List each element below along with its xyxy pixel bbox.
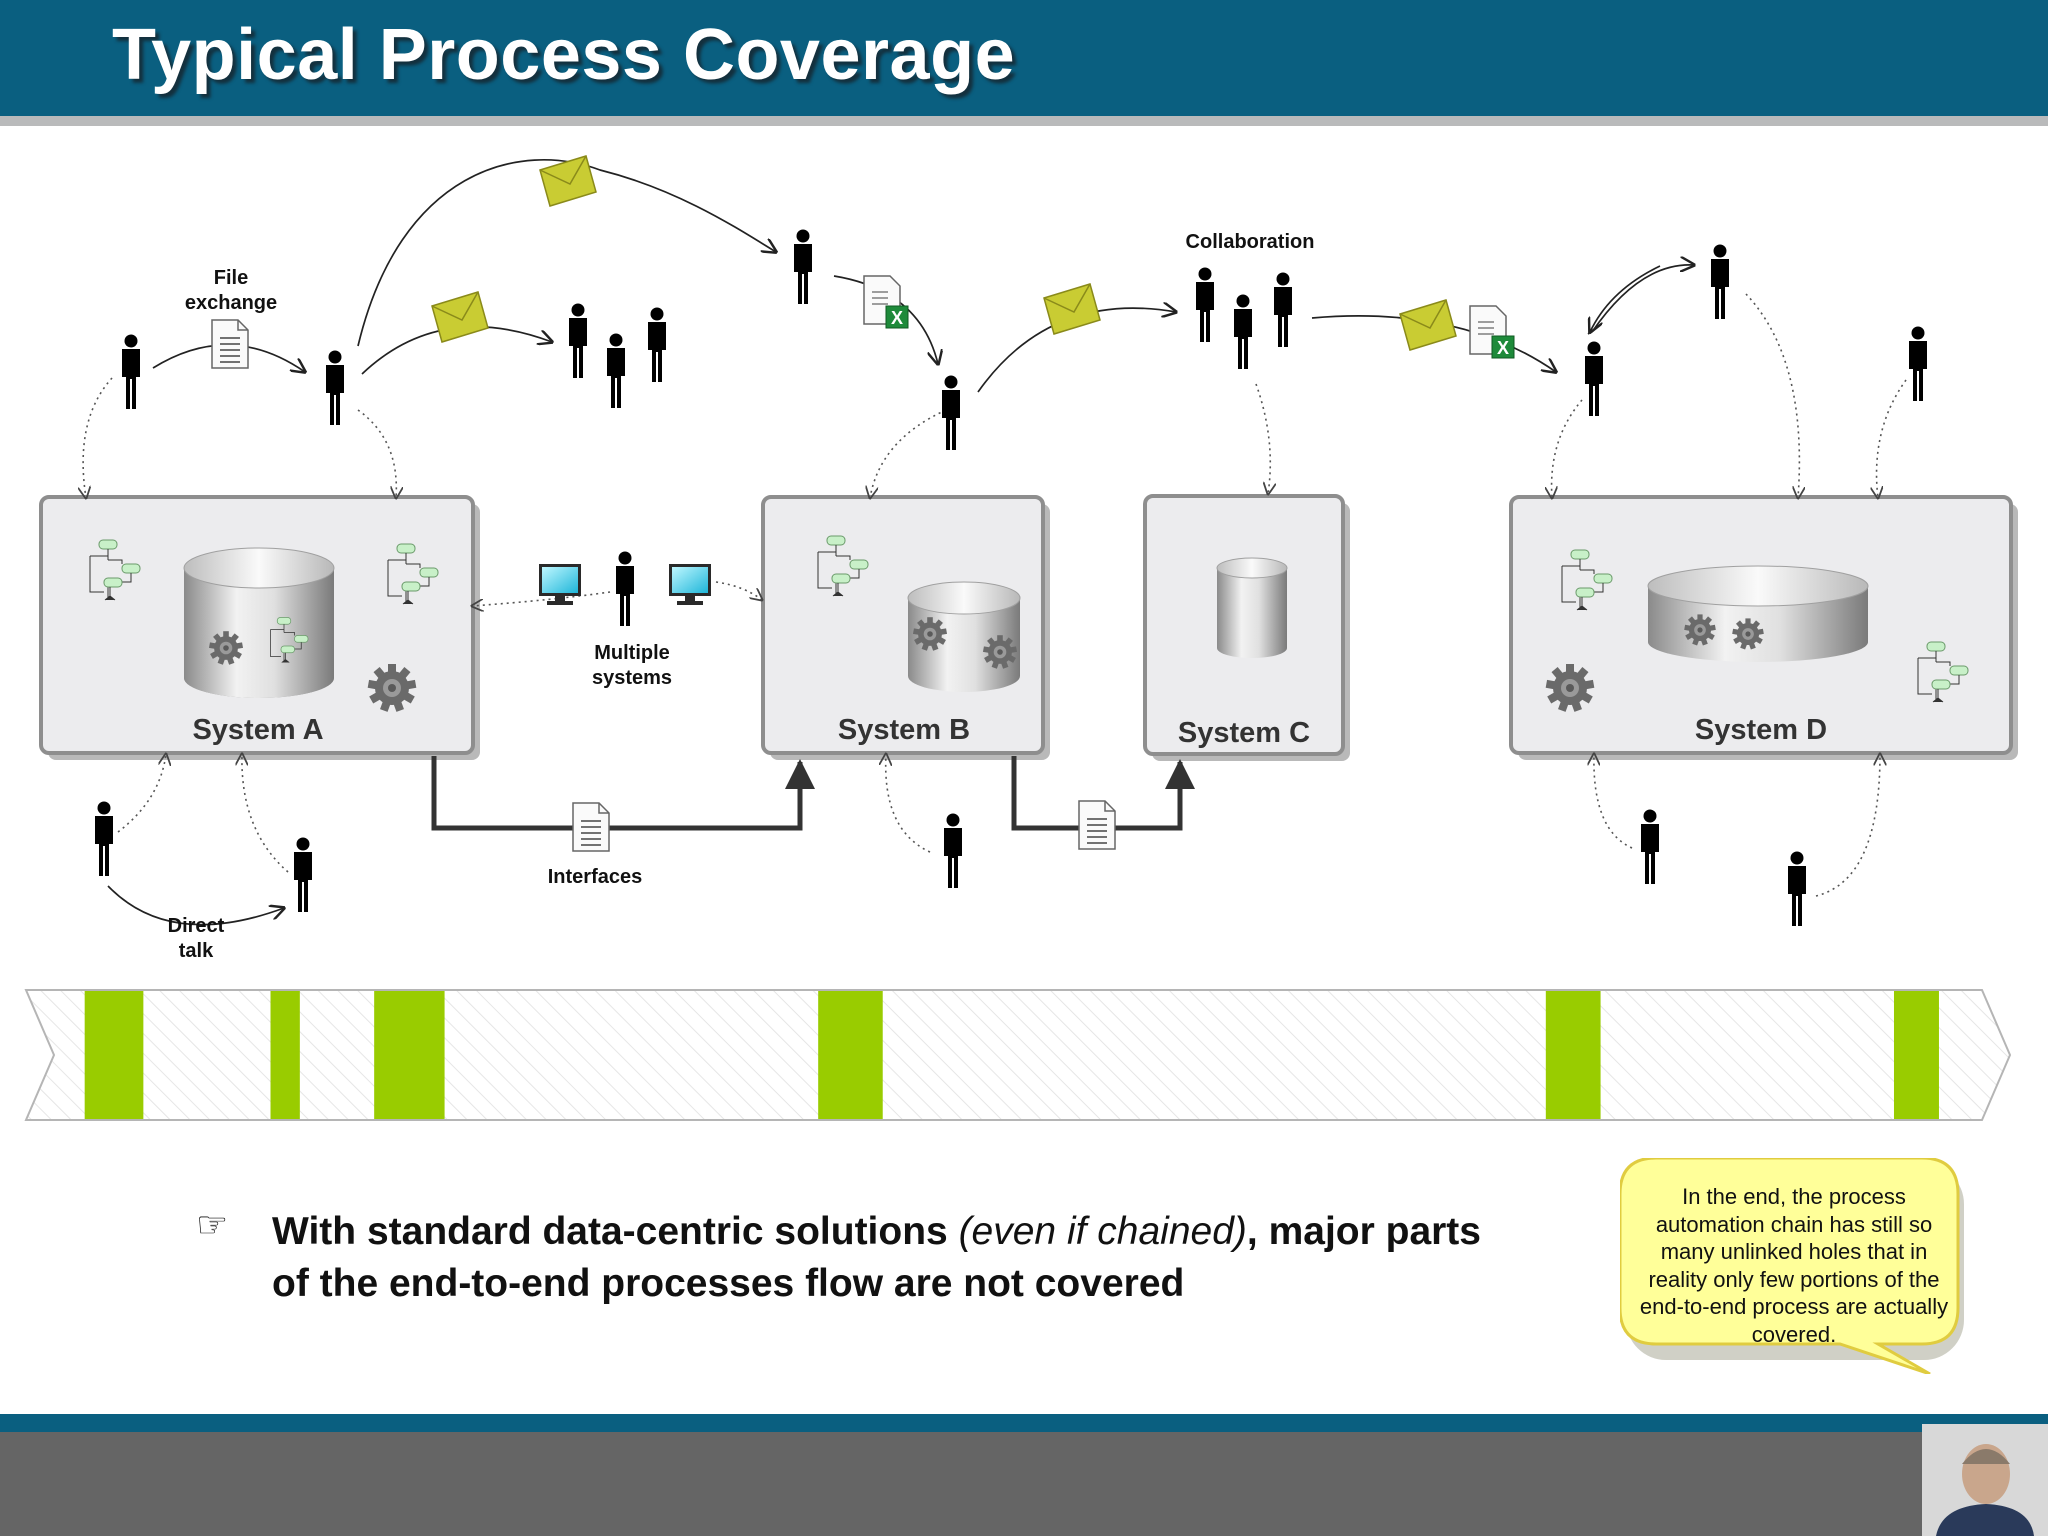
system-a-box: System A	[39, 495, 480, 760]
covered-segment-3	[374, 991, 445, 1119]
process-diagram: X System A System B	[24, 155, 2018, 1121]
multiple-systems-label-2: systems	[592, 667, 672, 689]
header-divider	[0, 116, 2048, 126]
document-icon	[1078, 800, 1116, 850]
interfaces-label: Interfaces	[548, 866, 643, 888]
system-c-box: System C	[1143, 494, 1350, 761]
document-icon	[572, 802, 610, 852]
spreadsheet-icon	[1469, 305, 1515, 359]
person-icon	[1585, 341, 1603, 416]
statement-text: With standard data-centric solutions (ev…	[272, 1206, 1522, 1310]
interface-connectors	[431, 756, 1195, 852]
email-icon	[539, 155, 597, 207]
covered-segment-1	[84, 991, 144, 1119]
email-icon	[431, 291, 489, 343]
direct-talk-label: Direct	[168, 915, 225, 937]
direct-talk-label-2: talk	[179, 940, 214, 962]
pointing-hand-icon: ☞	[196, 1204, 229, 1245]
person-icon	[569, 303, 587, 378]
file-exchange-label: File	[214, 267, 248, 289]
person-icon	[648, 307, 666, 382]
callout-bubble	[1620, 1158, 1964, 1374]
presenter-video-thumbnail	[1922, 1424, 2048, 1536]
covered-segment-2	[270, 991, 300, 1119]
document-icon	[211, 319, 249, 369]
person-icon	[1711, 244, 1729, 319]
callout-text: In the end, the process automation chain…	[1639, 1184, 1949, 1347]
footer-bar	[0, 1432, 2048, 1536]
person-icon	[794, 229, 812, 304]
person-icon	[607, 333, 625, 408]
statement-italic: (even if chained)	[958, 1210, 1247, 1253]
person-icon	[1196, 267, 1214, 342]
dotted-arrows	[83, 293, 1907, 897]
email-icon	[1399, 299, 1457, 351]
person-icon	[326, 350, 344, 425]
system-a-label: System A	[192, 714, 323, 746]
statement-bold-2: , major parts of the end-to-end processe…	[272, 1210, 1481, 1305]
footer-accent	[0, 1414, 2048, 1432]
person-icon	[1234, 294, 1252, 369]
monitor-icon	[669, 564, 711, 605]
person-icon	[122, 334, 140, 409]
person-icon	[294, 837, 312, 912]
person-icon	[1788, 851, 1806, 926]
email-icon	[1043, 283, 1101, 335]
person-icon	[1641, 809, 1659, 884]
person-icon	[1909, 326, 1927, 401]
covered-segment-6	[1893, 991, 1939, 1119]
header-bar	[0, 0, 2048, 116]
covered-segment-4	[818, 991, 883, 1119]
statement-bold-1: With standard data-centric solutions	[272, 1210, 959, 1253]
person-icon	[942, 375, 960, 450]
system-b-box: System B	[761, 495, 1050, 760]
system-c-label: System C	[1178, 717, 1310, 749]
system-d-label: System D	[1695, 714, 1827, 746]
multiple-systems-label: Multiple	[594, 642, 670, 664]
person-icon	[1274, 272, 1292, 347]
coverage-bar	[24, 989, 2012, 1121]
collaboration-label: Collaboration	[1186, 231, 1315, 253]
covered-segment-5	[1545, 991, 1601, 1119]
system-b-label: System B	[838, 714, 970, 746]
slide-title: Typical Process Coverage	[112, 15, 1016, 95]
person-icon	[616, 551, 634, 626]
person-icon	[944, 813, 962, 888]
system-d-box: System D	[1509, 495, 2018, 760]
spreadsheet-icon	[863, 275, 909, 329]
person-icon	[95, 801, 113, 876]
file-exchange-label-2: exchange	[185, 292, 277, 314]
monitor-icon	[539, 564, 581, 605]
